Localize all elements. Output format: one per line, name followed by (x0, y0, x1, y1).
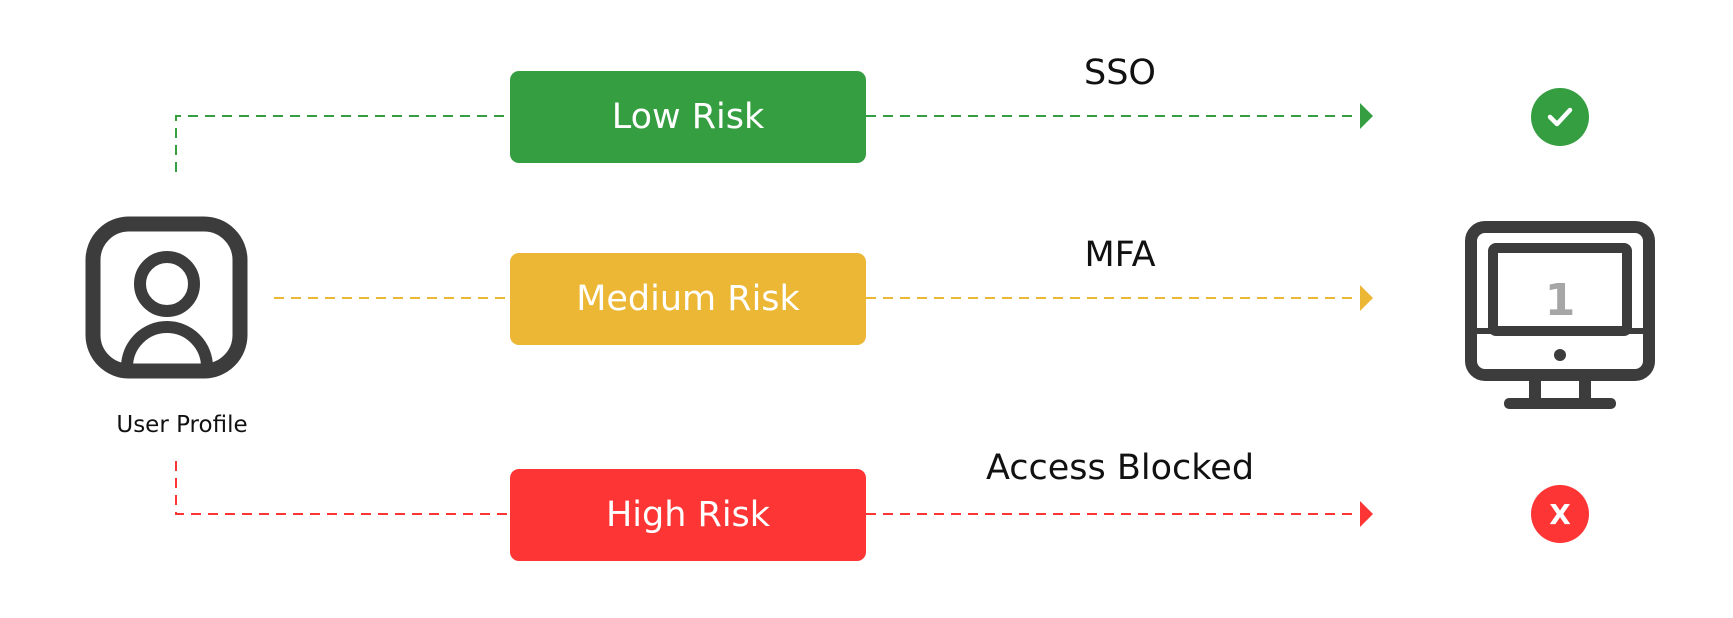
medium-risk-label: Medium Risk (576, 279, 800, 319)
sso-label: SSO (1084, 53, 1156, 93)
blocked-arrowhead (1360, 501, 1373, 527)
access-blocked-label: Access Blocked (985, 448, 1255, 488)
mfa-label: MFA (1084, 235, 1156, 275)
monitor-screen-text: 1 (1545, 275, 1576, 326)
medium-risk-box: Medium Risk (510, 253, 866, 345)
high-risk-connector (175, 461, 510, 515)
mfa-arrowhead (1360, 285, 1373, 311)
monitor-icon: 1 (1465, 221, 1655, 409)
high-risk-box: High Risk (510, 469, 866, 561)
user-profile-caption: User Profile (116, 412, 248, 438)
low-risk-label: Low Risk (611, 97, 765, 137)
low-risk-connector (175, 115, 510, 172)
high-risk-label: High Risk (605, 495, 771, 535)
low-risk-box: Low Risk (510, 71, 866, 163)
x-icon-text: X (1549, 497, 1571, 531)
check-icon (1531, 88, 1589, 146)
x-icon: X (1531, 485, 1589, 543)
user-profile-icon (85, 216, 248, 379)
sso-arrowhead (1360, 103, 1373, 129)
